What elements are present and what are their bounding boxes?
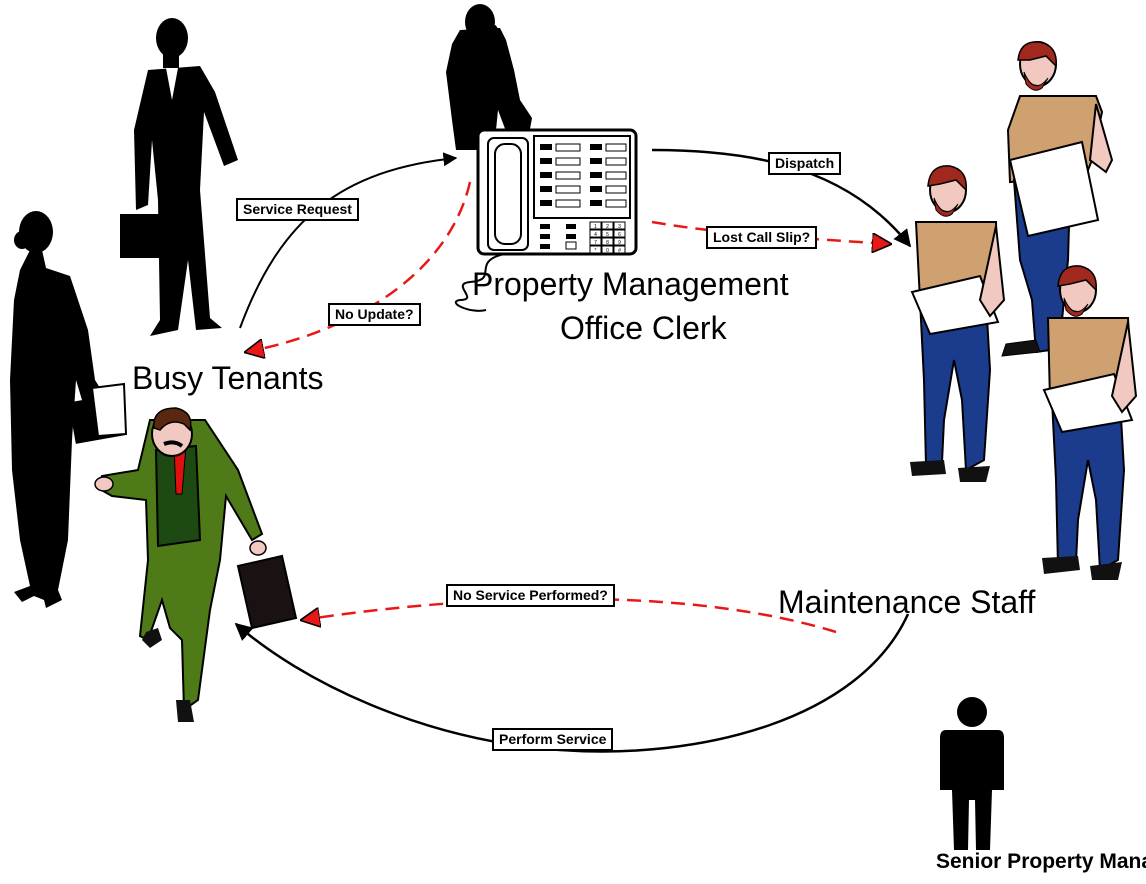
office-phone: 1 2 3 4 5 6 7 8 9 * 0 # bbox=[454, 128, 638, 312]
phone-key-label: 1 bbox=[594, 224, 597, 230]
phone-key-label: * bbox=[595, 248, 597, 254]
service-request-label: Service Request bbox=[236, 198, 359, 221]
phone-key-label: 6 bbox=[618, 232, 621, 238]
phone-key-label: 2 bbox=[606, 224, 609, 230]
phone-side-keys bbox=[540, 224, 577, 250]
phone-key-label: # bbox=[618, 248, 621, 254]
perform-service-label: Perform Service bbox=[492, 728, 614, 751]
phone-key bbox=[601, 229, 614, 238]
phone-key bbox=[601, 221, 614, 230]
phone-key bbox=[601, 245, 614, 254]
tenant-woman-silhouette bbox=[10, 211, 128, 608]
phone-key-label: 9 bbox=[618, 240, 621, 246]
tenants-role-label: Busy Tenants bbox=[132, 360, 324, 396]
no-update-label: No Update? bbox=[328, 303, 421, 326]
phone-key bbox=[613, 229, 626, 238]
manager-role-label: Senior Property Manager bbox=[936, 850, 1146, 873]
phone-key bbox=[601, 237, 614, 246]
phone-key bbox=[589, 229, 602, 238]
no-service-label: No Service Performed? bbox=[446, 584, 615, 607]
clerk-role-label-line2: Office Clerk bbox=[560, 310, 727, 346]
senior-manager-icon bbox=[940, 697, 1004, 850]
maintenance-worker-back bbox=[1001, 41, 1114, 357]
phone-key-label: 5 bbox=[606, 232, 609, 238]
phone-key-label: 3 bbox=[618, 224, 621, 230]
tenant-man-silhouette bbox=[120, 18, 238, 336]
phone-keypad: 1 2 3 4 5 6 7 8 9 * 0 # bbox=[589, 221, 626, 254]
phone-key bbox=[613, 245, 626, 254]
phone-key-label: 4 bbox=[594, 232, 597, 238]
clerk-silhouette bbox=[446, 4, 532, 150]
staff-role-label: Maintenance Staff bbox=[778, 584, 1036, 620]
phone-key bbox=[613, 237, 626, 246]
late-tenant-figure bbox=[94, 407, 298, 722]
phone-key bbox=[613, 221, 626, 230]
phone-key bbox=[589, 221, 602, 230]
clerk-role-label-line1: Property Management bbox=[472, 266, 789, 302]
phone-button-grid bbox=[540, 143, 627, 208]
phone-key-label: 8 bbox=[606, 240, 609, 246]
phone-key bbox=[589, 237, 602, 246]
dispatch-label: Dispatch bbox=[768, 152, 842, 175]
no-update-arrow bbox=[246, 181, 472, 352]
phone-key bbox=[589, 245, 602, 254]
phone-key-label: 0 bbox=[606, 248, 609, 254]
lost-call-slip-label: Lost Call Slip? bbox=[706, 226, 818, 249]
maintenance-worker-right bbox=[1042, 265, 1138, 580]
phone-key-label: 7 bbox=[594, 240, 597, 246]
maintenance-worker-front bbox=[910, 165, 1006, 482]
